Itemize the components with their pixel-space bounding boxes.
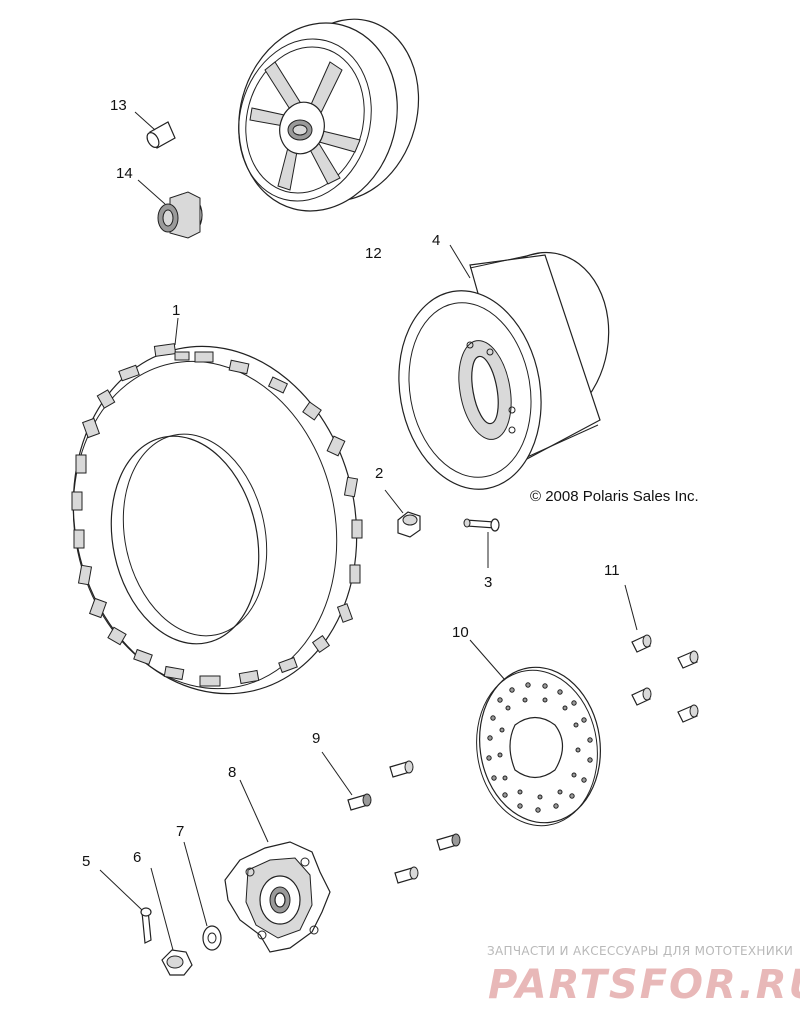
callout-1: 1 bbox=[172, 302, 180, 319]
callout-8: 8 bbox=[228, 764, 236, 781]
callout-7: 7 bbox=[176, 823, 184, 840]
washer-7 bbox=[183, 841, 222, 951]
wheel-rim-spoked-12 bbox=[238, 18, 420, 212]
hub-cap-14 bbox=[137, 179, 203, 239]
brake-disc-10 bbox=[469, 639, 601, 827]
callout-4: 4 bbox=[432, 232, 440, 249]
lug-nut-2 bbox=[384, 489, 421, 538]
callout-11: 11 bbox=[604, 562, 620, 579]
callout-14: 14 bbox=[116, 165, 133, 182]
copyright-notice: © 2008 Polaris Sales Inc. bbox=[530, 488, 699, 505]
callout-5: 5 bbox=[82, 853, 90, 870]
castle-nut-6 bbox=[150, 867, 193, 976]
callout-9: 9 bbox=[312, 730, 320, 747]
watermark-brand: PARTSFOR.RU bbox=[488, 962, 800, 1008]
hub-bolts-9 bbox=[321, 751, 461, 884]
cotter-pin-5 bbox=[99, 869, 152, 944]
callout-6: 6 bbox=[133, 849, 141, 866]
valve-stem-13 bbox=[134, 111, 176, 149]
callout-10: 10 bbox=[452, 624, 469, 641]
callout-2: 2 bbox=[375, 465, 383, 482]
callout-12: 12 bbox=[365, 245, 382, 262]
wheel-steel-4 bbox=[398, 244, 610, 490]
wheel-stud-3 bbox=[463, 518, 500, 568]
watermark-tagline: ЗАПЧАСТИ И АКСЕССУАРЫ ДЛЯ МОТОТЕХНИКИ bbox=[487, 944, 793, 958]
tire-1 bbox=[71, 317, 363, 695]
callout-3: 3 bbox=[484, 574, 492, 591]
callout-13: 13 bbox=[110, 97, 127, 114]
callout-labels: 1 2 3 4 5 6 7 8 9 10 11 12 13 14 bbox=[82, 97, 620, 870]
wheel-hub-8 bbox=[224, 779, 331, 953]
brake-disc-bolts-11 bbox=[624, 584, 699, 723]
